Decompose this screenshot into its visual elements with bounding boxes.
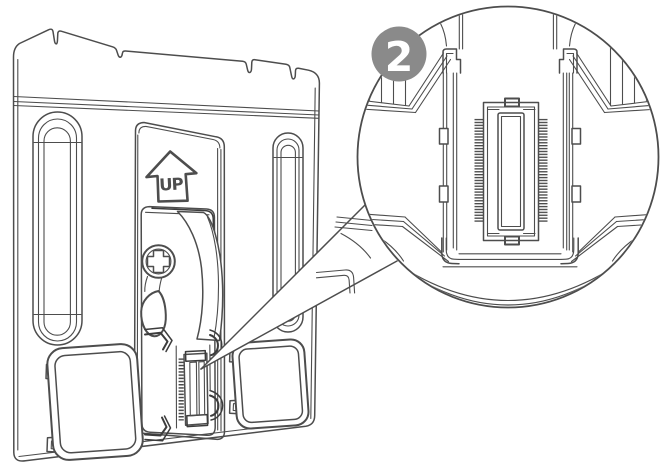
wedge-detail-fragments [315, 216, 373, 294]
guide-rails [438, 72, 582, 253]
latch-screw [141, 244, 176, 279]
detail-callout-circle [356, 5, 660, 309]
up-arrow-icon: UP [145, 150, 198, 203]
phillips-cross-icon [146, 249, 171, 274]
cushion-pad-right [231, 338, 310, 430]
latch-assembly [140, 205, 224, 436]
step-badge-circle [371, 26, 427, 82]
latch-recess [140, 205, 216, 436]
latch-lever [176, 210, 224, 342]
step-number: 2 [385, 33, 414, 81]
up-label: UP [159, 174, 184, 194]
pin-comb [178, 357, 184, 421]
keyhole-slot-left [32, 111, 83, 346]
plate-outline [12, 28, 321, 462]
magnified-connector [474, 97, 548, 246]
magnifier-wedge [200, 204, 398, 370]
panel-outline [133, 121, 226, 441]
pin-comb-left [474, 118, 484, 223]
plate-top-flange [13, 95, 320, 119]
pull-tab [140, 275, 167, 338]
pin-comb-right [538, 118, 548, 223]
step-badge: 2 [371, 26, 427, 82]
board-connector [175, 344, 211, 429]
plate-edge-inner-right [310, 87, 316, 420]
cushion-pad-left [46, 343, 144, 461]
